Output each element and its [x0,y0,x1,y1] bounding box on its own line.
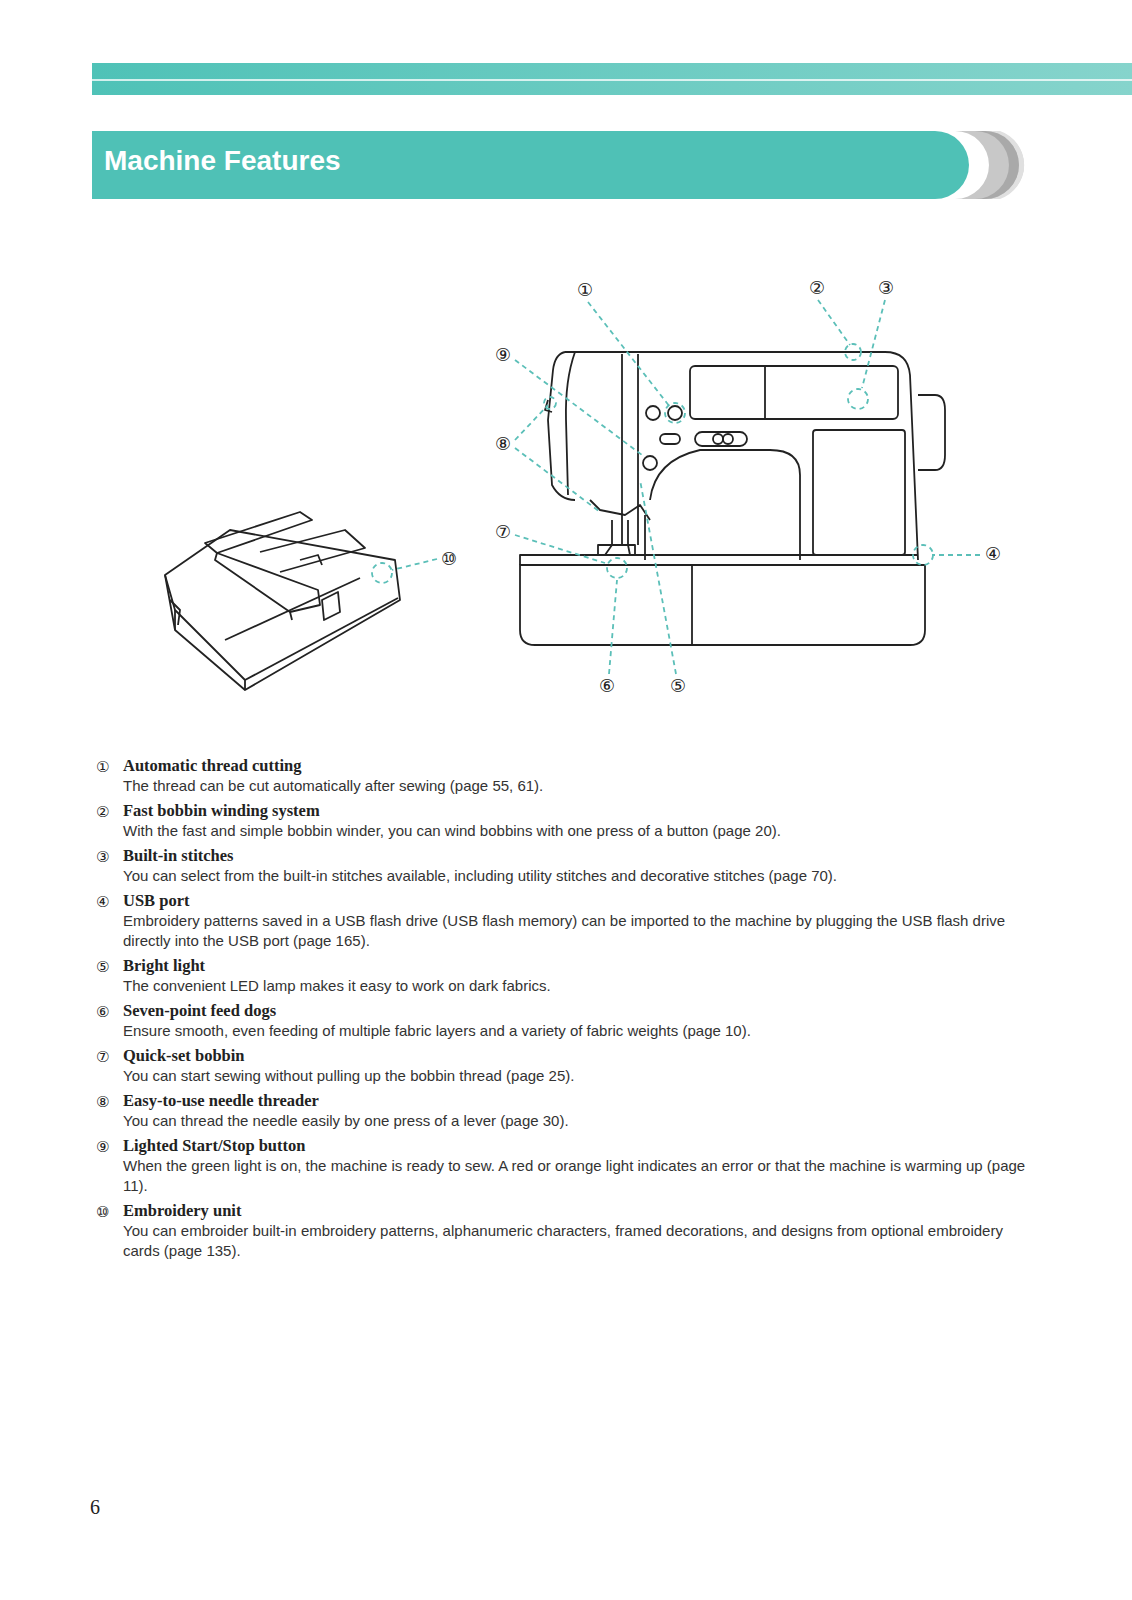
feature-heading: Embroidery unit [123,1201,1036,1221]
feature-heading: Lighted Start/Stop button [123,1136,1036,1156]
feature-item: ② Fast bobbin winding systemWith the fast… [96,801,1036,841]
feature-description: Embroidery patterns saved in a USB flash… [123,911,1036,951]
callout-number: ⑤ [669,676,687,696]
feature-heading: USB port [123,891,1036,911]
feature-description: You can embroider built-in embroidery pa… [123,1221,1036,1261]
page-number: 6 [90,1496,100,1519]
callout-number: ③ [877,278,895,298]
callout-number: ④ [984,544,1002,564]
feature-heading: Automatic thread cutting [123,756,1036,776]
callout-number: ⑥ [598,676,616,696]
feature-item: ⑩ Embroidery unitYou can embroider built-… [96,1201,1036,1261]
item-number: ④ [96,892,109,912]
feature-heading: Quick-set bobbin [123,1046,1036,1066]
feature-item: ⑧ Easy-to-use needle threaderYou can thre… [96,1091,1036,1131]
callout-number: ⑨ [494,345,512,365]
feature-description: The thread can be cut automatically afte… [123,776,1036,796]
feature-heading: Bright light [123,956,1036,976]
feature-heading: Fast bobbin winding system [123,801,1036,821]
feature-item: ⑥ Seven-point feed dogsEnsure smooth, eve… [96,1001,1036,1041]
item-number: ⑦ [96,1047,109,1067]
feature-heading: Built-in stitches [123,846,1036,866]
feature-item: ⑨ Lighted Start/Stop buttonWhen the green… [96,1136,1036,1196]
item-number: ⑧ [96,1092,109,1112]
callout-number: ⑦ [494,522,512,542]
page-title: Machine Features [104,145,341,177]
feature-item: ⑦ Quick-set bobbinYou can start sewing wi… [96,1046,1036,1086]
feature-list: ① Automatic thread cuttingThe thread can … [96,756,1036,1266]
feature-description: With the fast and simple bobbin winder, … [123,821,1036,841]
item-number: ② [96,802,109,822]
callout-number: ① [576,280,594,300]
feature-description: You can thread the needle easily by one … [123,1111,1036,1131]
callout-number: ⑧ [494,434,512,454]
item-number: ① [96,757,109,777]
feature-heading: Seven-point feed dogs [123,1001,1036,1021]
item-number: ③ [96,847,109,867]
feature-description: Ensure smooth, even feeding of multiple … [123,1021,1036,1041]
feature-description: When the green light is on, the machine … [123,1156,1036,1196]
feature-item: ① Automatic thread cuttingThe thread can … [96,756,1036,796]
item-number: ⑩ [96,1202,109,1222]
feature-description: You can start sewing without pulling up … [123,1066,1036,1086]
item-number: ⑤ [96,957,109,977]
callout-number: ⑩ [440,549,458,569]
callout-number: ② [808,278,826,298]
feature-item: ④ USB portEmbroidery patterns saved in a … [96,891,1036,951]
item-number: ⑥ [96,1002,109,1022]
feature-item: ③ Built-in stitchesYou can select from th… [96,846,1036,886]
item-number: ⑨ [96,1137,109,1157]
feature-description: You can select from the built-in stitche… [123,866,1036,886]
feature-heading: Easy-to-use needle threader [123,1091,1036,1111]
feature-description: The convenient LED lamp makes it easy to… [123,976,1036,996]
feature-item: ⑤ Bright lightThe convenient LED lamp mak… [96,956,1036,996]
